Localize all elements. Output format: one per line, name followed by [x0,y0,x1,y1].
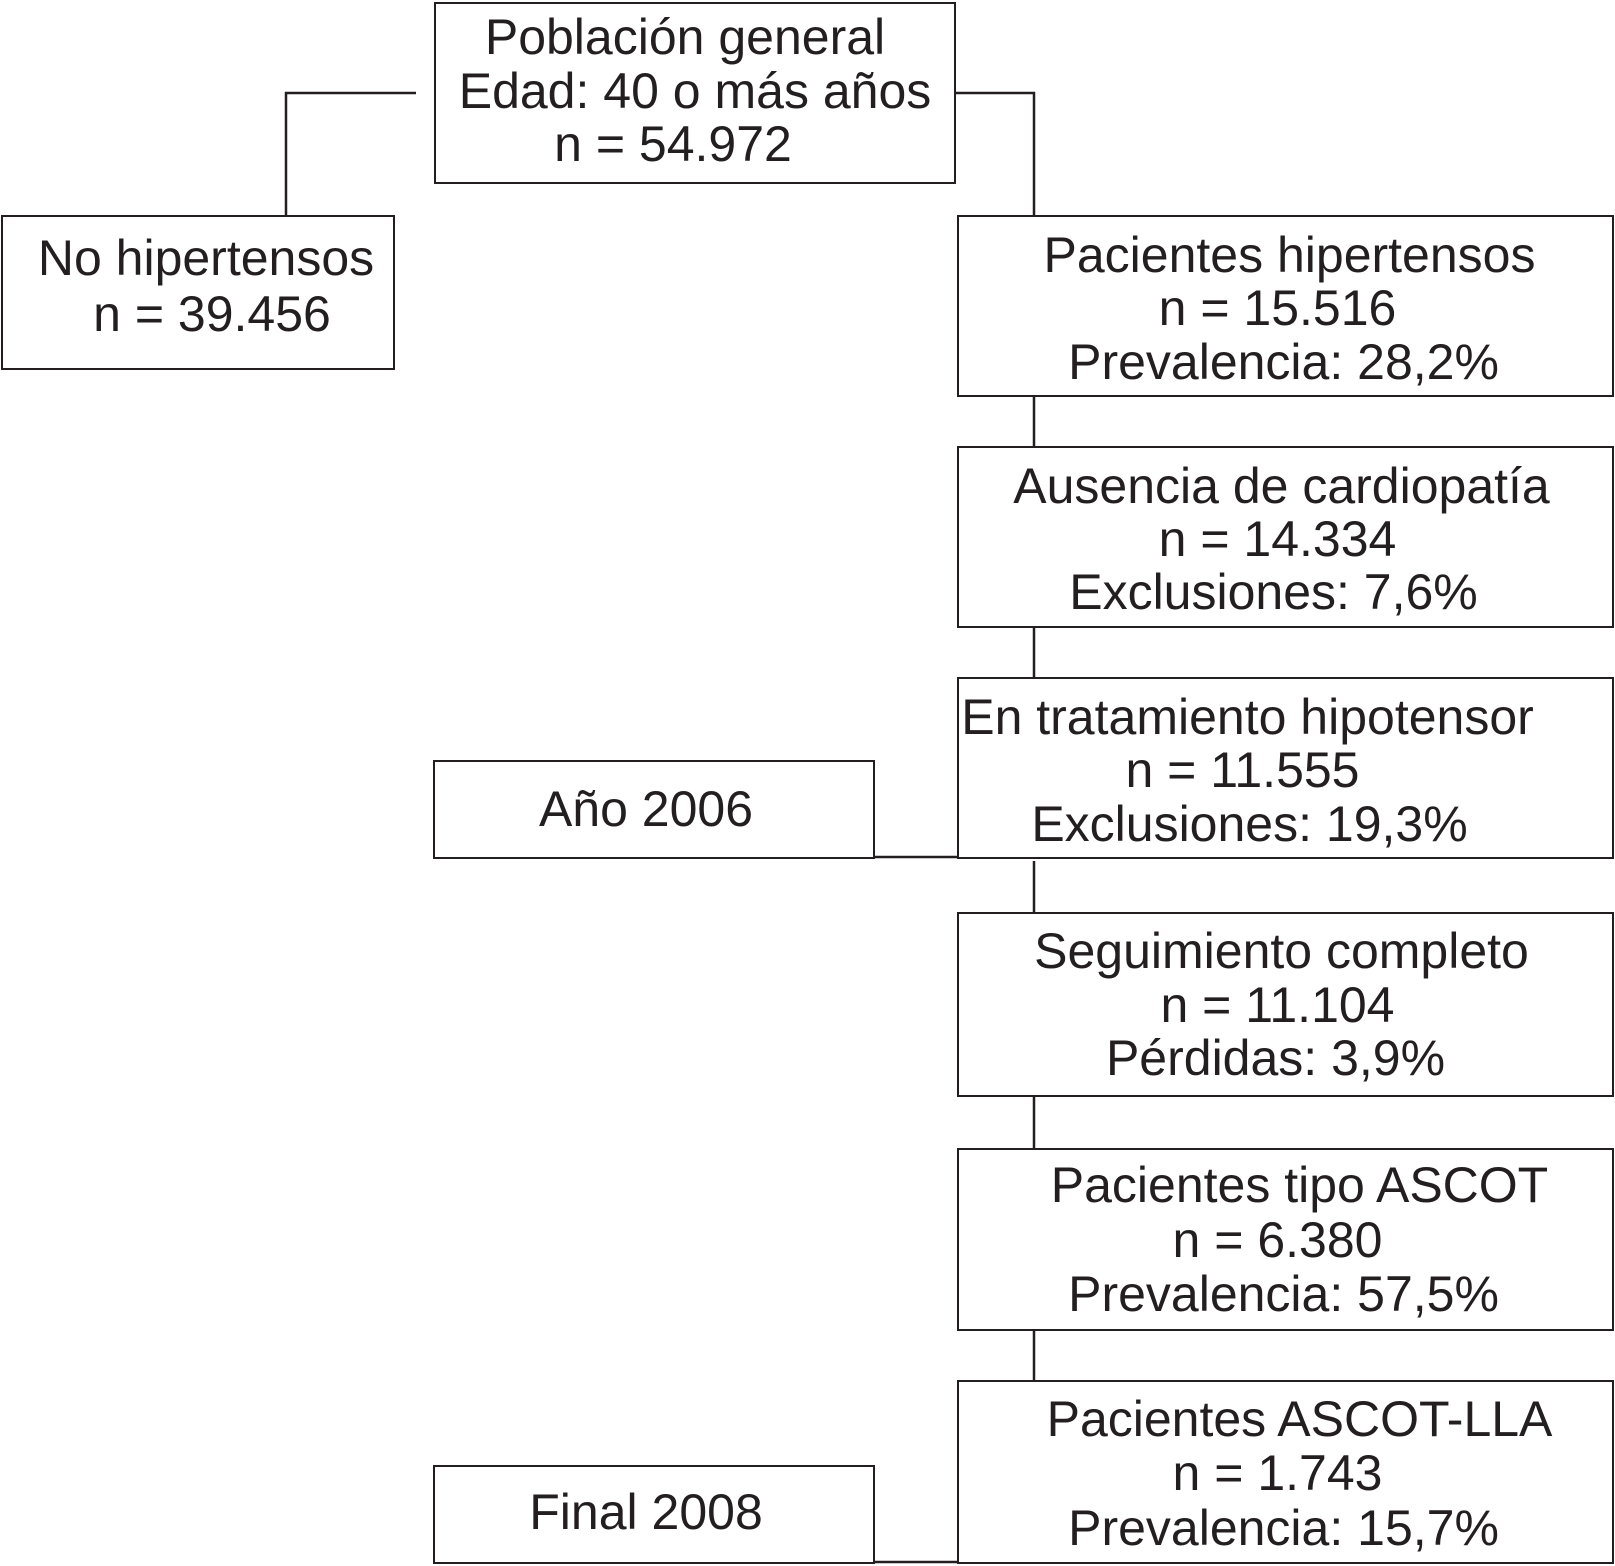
node-count: n = 11.104 [1160,977,1395,1033]
node-title: Pacientes tipo ASCOT [1050,1157,1549,1213]
node-hypertensive: Pacientes hipertensos n = 15.516 Prevale… [957,215,1614,397]
node-count: n = 39.456 [93,286,331,342]
node-prevalence: Prevalencia: 57,5% [1068,1266,1499,1322]
node-prevalence: Prevalencia: 15,7% [1068,1500,1499,1556]
node-count: n = 54.972 [554,116,792,172]
timeline-start-label: Año 2006 [538,781,754,837]
node-title: No hipertensos [37,230,375,286]
node-title: Ausencia de cardiopatía [1013,458,1550,514]
node-title: En tratamiento hipotensor [961,689,1534,745]
node-prevalence: Prevalencia: 28,2% [1068,334,1499,390]
node-title: Pacientes ASCOT-LLA [1046,1391,1553,1447]
node-treatment: En tratamiento hipotensor n = 11.555 Exc… [957,677,1614,859]
connector-general-to-hypertensive [938,91,1036,215]
node-followup: Seguimiento completo n = 11.104 Pérdidas… [957,912,1614,1097]
node-exclusions: Exclusiones: 19,3% [1031,796,1468,852]
node-ascot-lla: Pacientes ASCOT-LLA n = 1.743 Prevalenci… [957,1380,1614,1564]
node-losses: Pérdidas: 3,9% [1105,1030,1446,1086]
timeline-start-label-box: Año 2006 [433,760,875,859]
connector-general-to-no-hypertensive [284,91,416,215]
node-exclusions: Exclusiones: 7,6% [1069,564,1478,620]
node-age-criterion: Edad: 40 o más años [458,63,932,119]
timeline-end-label: Final 2008 [529,1484,763,1540]
node-no-cardiopathy: Ausencia de cardiopatía n = 14.334 Exclu… [957,446,1614,628]
node-no-hypertensive: No hipertensos n = 39.456 [1,215,395,370]
node-title: Seguimiento completo [1034,923,1529,979]
node-ascot-type: Pacientes tipo ASCOT n = 6.380 Prevalenc… [957,1148,1614,1331]
node-count: n = 1.743 [1172,1445,1383,1501]
node-count: n = 15.516 [1158,280,1397,336]
node-count: n = 14.334 [1158,511,1397,567]
timeline-end-label-box: Final 2008 [433,1465,875,1564]
node-general-population: Población general Edad: 40 o más años n … [434,2,956,184]
node-title: Pacientes hipertensos [1043,227,1536,283]
node-count: n = 11.555 [1125,742,1360,798]
node-title: Población general [484,9,886,65]
node-count: n = 6.380 [1172,1212,1383,1268]
